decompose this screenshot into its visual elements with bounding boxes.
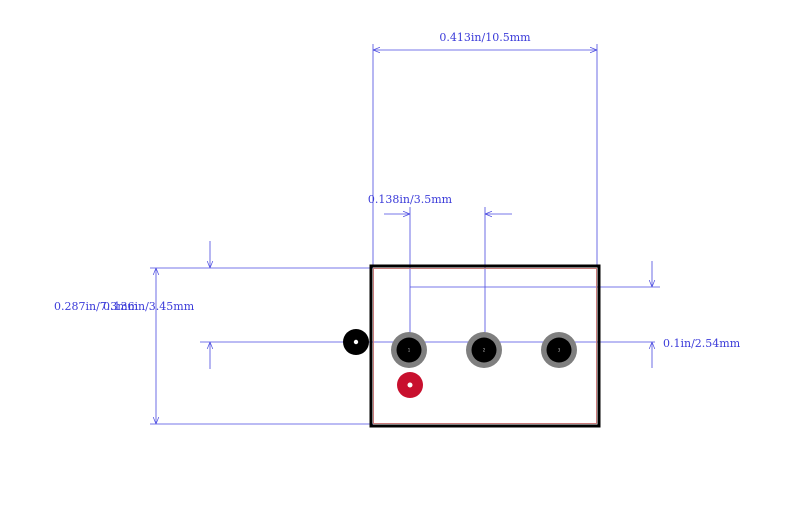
width-dimension-label: 0.413in/10.5mm: [439, 31, 531, 44]
pad-1-label: 1: [408, 348, 411, 353]
pad-3-label: 3: [558, 348, 561, 353]
pin-offset-dimension-label: 0.138in/3.5mm: [368, 193, 453, 206]
pitch-dimension-label: 0.1in/2.54mm: [663, 337, 741, 350]
pin1-marker: [397, 372, 423, 398]
pad-1: 1: [391, 332, 427, 368]
row-offset-dimension-label: 0.136in/3.45mm: [103, 300, 195, 313]
dimension-lines: [150, 44, 660, 425]
component-body: [369, 264, 601, 428]
origin-marker: [343, 329, 369, 355]
pad-2: 2: [466, 332, 502, 368]
pad-2-label: 2: [483, 348, 486, 353]
height-dimension-label: 0.287in/7.3mm: [54, 300, 139, 313]
pad-3: 3: [541, 332, 577, 368]
